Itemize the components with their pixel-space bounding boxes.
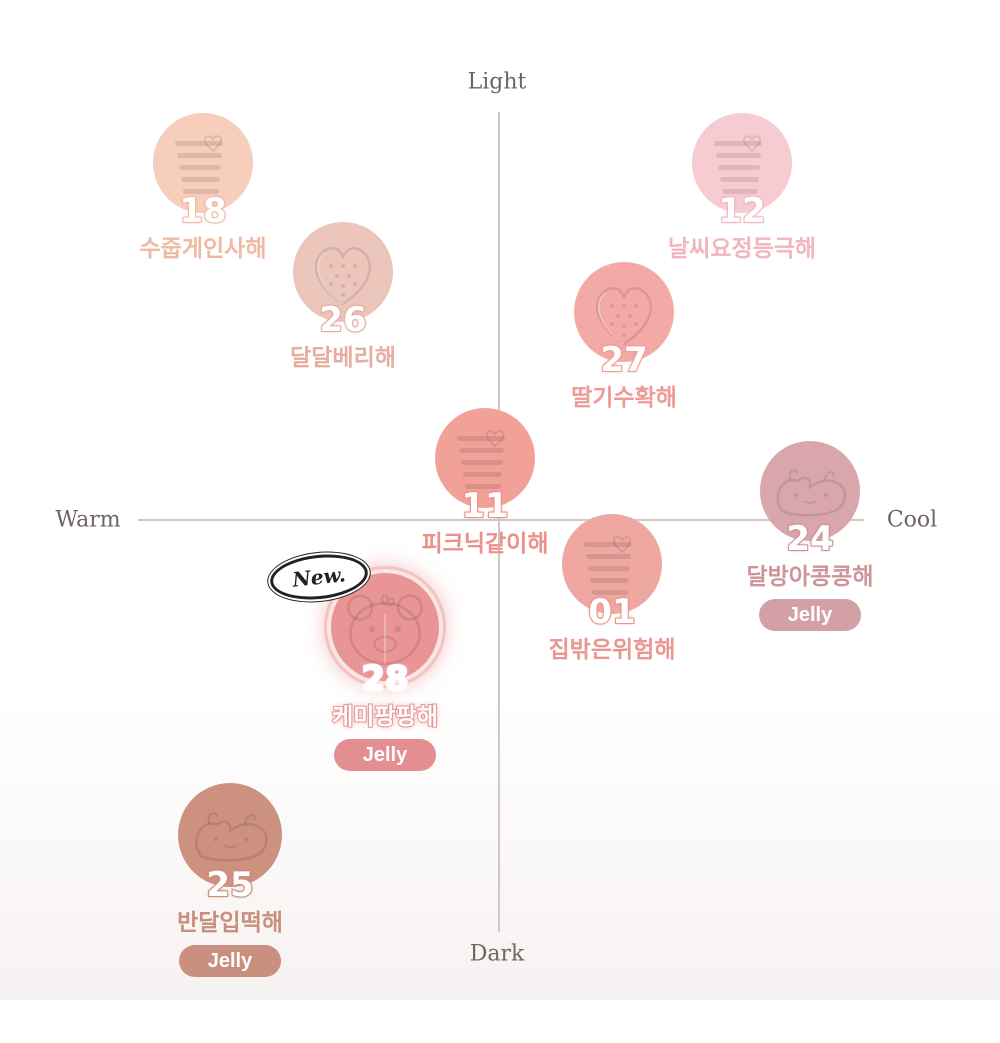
axis-label-dark: Dark — [469, 941, 525, 967]
strawberry-emboss-icon — [574, 262, 674, 362]
jelly-badge: Jelly — [334, 739, 436, 771]
shade-number: 11 — [460, 485, 509, 527]
axis-label-cool: Cool — [886, 507, 938, 533]
shade-item-18: 18 수줍게인사해 — [93, 113, 313, 373]
shade-name: 집밖은위험해 — [548, 637, 676, 663]
shade-number: 28 — [360, 658, 409, 700]
jelly-badge: Jelly — [179, 945, 281, 977]
shade-number: 18 — [178, 190, 227, 232]
shade-item-24: 24 달방아콩콩해 Jelly — [700, 441, 920, 701]
shade-name: 피크닉같이해 — [421, 531, 549, 557]
axis-label-light: Light — [467, 69, 527, 95]
text-emboss-icon — [435, 408, 535, 508]
axis-label-warm: Warm — [55, 507, 121, 533]
text-emboss-icon — [562, 514, 662, 614]
shade-disc — [178, 783, 282, 887]
shade-number: 26 — [318, 299, 367, 341]
shade-disc — [562, 514, 662, 614]
jelly-badge: Jelly — [759, 599, 861, 631]
shade-disc — [760, 441, 860, 541]
shade-number: 27 — [599, 339, 648, 381]
shade-number: 25 — [205, 864, 254, 906]
shade-number: 12 — [717, 190, 766, 232]
shade-disc — [692, 113, 792, 213]
shade-disc — [293, 222, 393, 322]
vertical-axis — [498, 112, 500, 932]
shade-number: 01 — [587, 591, 636, 633]
shade-number: 24 — [785, 518, 834, 560]
shade-name: 달달베리해 — [290, 345, 396, 371]
shade-disc — [574, 262, 674, 362]
shade-disc — [153, 113, 253, 213]
strawberry-emboss-icon — [293, 222, 393, 322]
shade-name: 수줍게인사해 — [139, 236, 267, 262]
shade-name: 딸기수확해 — [571, 385, 677, 411]
shade-item-27: 27 딸기수확해 — [514, 262, 734, 522]
shade-name: 날씨요정등극해 — [667, 236, 817, 262]
shade-item-26: 26 달달베리해 — [233, 222, 453, 482]
shade-name: 케미팡팡해 — [331, 703, 439, 731]
bunny-emboss-icon — [178, 783, 282, 887]
horizontal-axis — [138, 519, 864, 521]
shade-item-01: 01 집밖은위험해 — [502, 514, 722, 774]
shade-disc — [435, 408, 535, 508]
shade-name: 반달입떡해 — [177, 910, 283, 936]
text-emboss-icon — [153, 113, 253, 213]
bunny-emboss-icon — [760, 441, 860, 541]
shade-name: 달방아콩콩해 — [746, 564, 874, 590]
shade-item-12: 12 날씨요정등극해 — [632, 113, 852, 373]
shade-item-25: 25 반달입떡해 Jelly — [120, 783, 340, 1043]
text-emboss-icon — [692, 113, 792, 213]
shade-item-11: 11 피크닉같이해 — [375, 408, 595, 668]
bear-emboss-icon — [331, 573, 439, 681]
